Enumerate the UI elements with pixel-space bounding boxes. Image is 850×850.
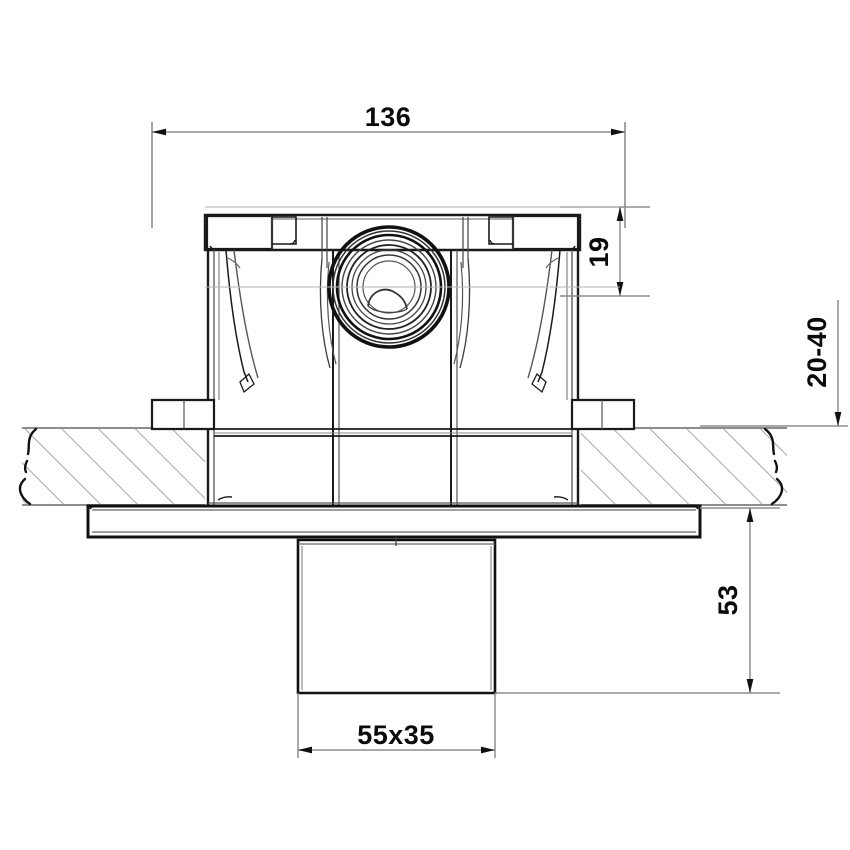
outlet-pipe [296, 537, 497, 695]
floor-slab [22, 427, 787, 506]
dimension-label-20-40: 20-40 [802, 316, 832, 388]
dimension-grate-height: 19 [560, 206, 650, 297]
reference-lines [205, 206, 620, 288]
break-line-left [18, 427, 38, 506]
dimension-adjustable-height: 20-40 [700, 300, 848, 427]
dimension-label-19: 19 [584, 236, 614, 267]
dimension-label-136: 136 [365, 102, 412, 132]
dimension-label-53: 53 [713, 584, 743, 615]
dimension-label-55x35: 55x35 [357, 720, 435, 750]
dimension-outlet-depth: 53 [495, 507, 780, 694]
drain-body [150, 213, 636, 512]
flange-plate [86, 504, 702, 539]
dimension-outlet-section: 55x35 [297, 693, 496, 758]
dimension-overall-width: 136 [151, 102, 626, 228]
break-line-right [763, 427, 784, 506]
